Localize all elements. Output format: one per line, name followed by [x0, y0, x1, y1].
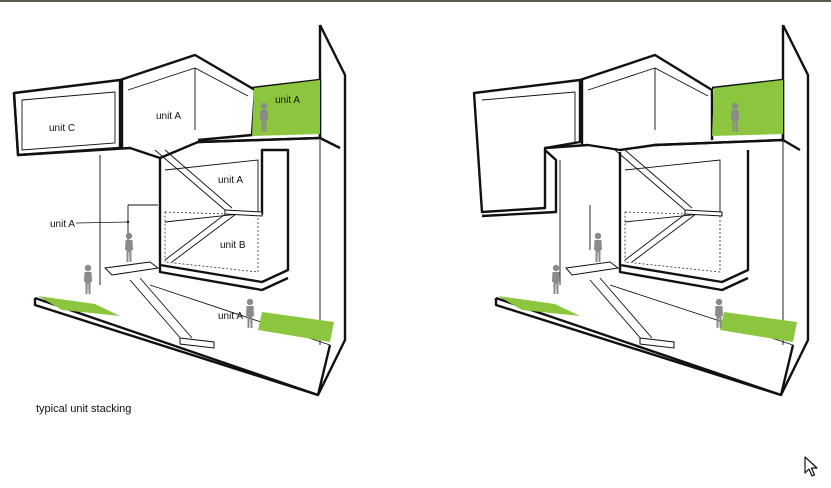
label-unit-a-side: unit A	[50, 219, 75, 230]
label-unit-a-mid: unit A	[218, 175, 243, 186]
diagram-caption: typical unit stacking	[36, 403, 132, 415]
label-unit-a-top: unit A	[156, 111, 181, 122]
diagram-left: unit C unit A unit A unit A unit A unit …	[12, 24, 347, 397]
label-unit-c: unit C	[49, 123, 75, 134]
label-unit-b: unit B	[220, 240, 246, 251]
label-unit-a-green: unit A	[275, 95, 300, 106]
arrow-pointer-icon	[804, 456, 818, 483]
top-border-line	[0, 0, 831, 2]
label-unit-a-ground: unit A	[218, 311, 243, 322]
diagram-right	[472, 24, 810, 397]
